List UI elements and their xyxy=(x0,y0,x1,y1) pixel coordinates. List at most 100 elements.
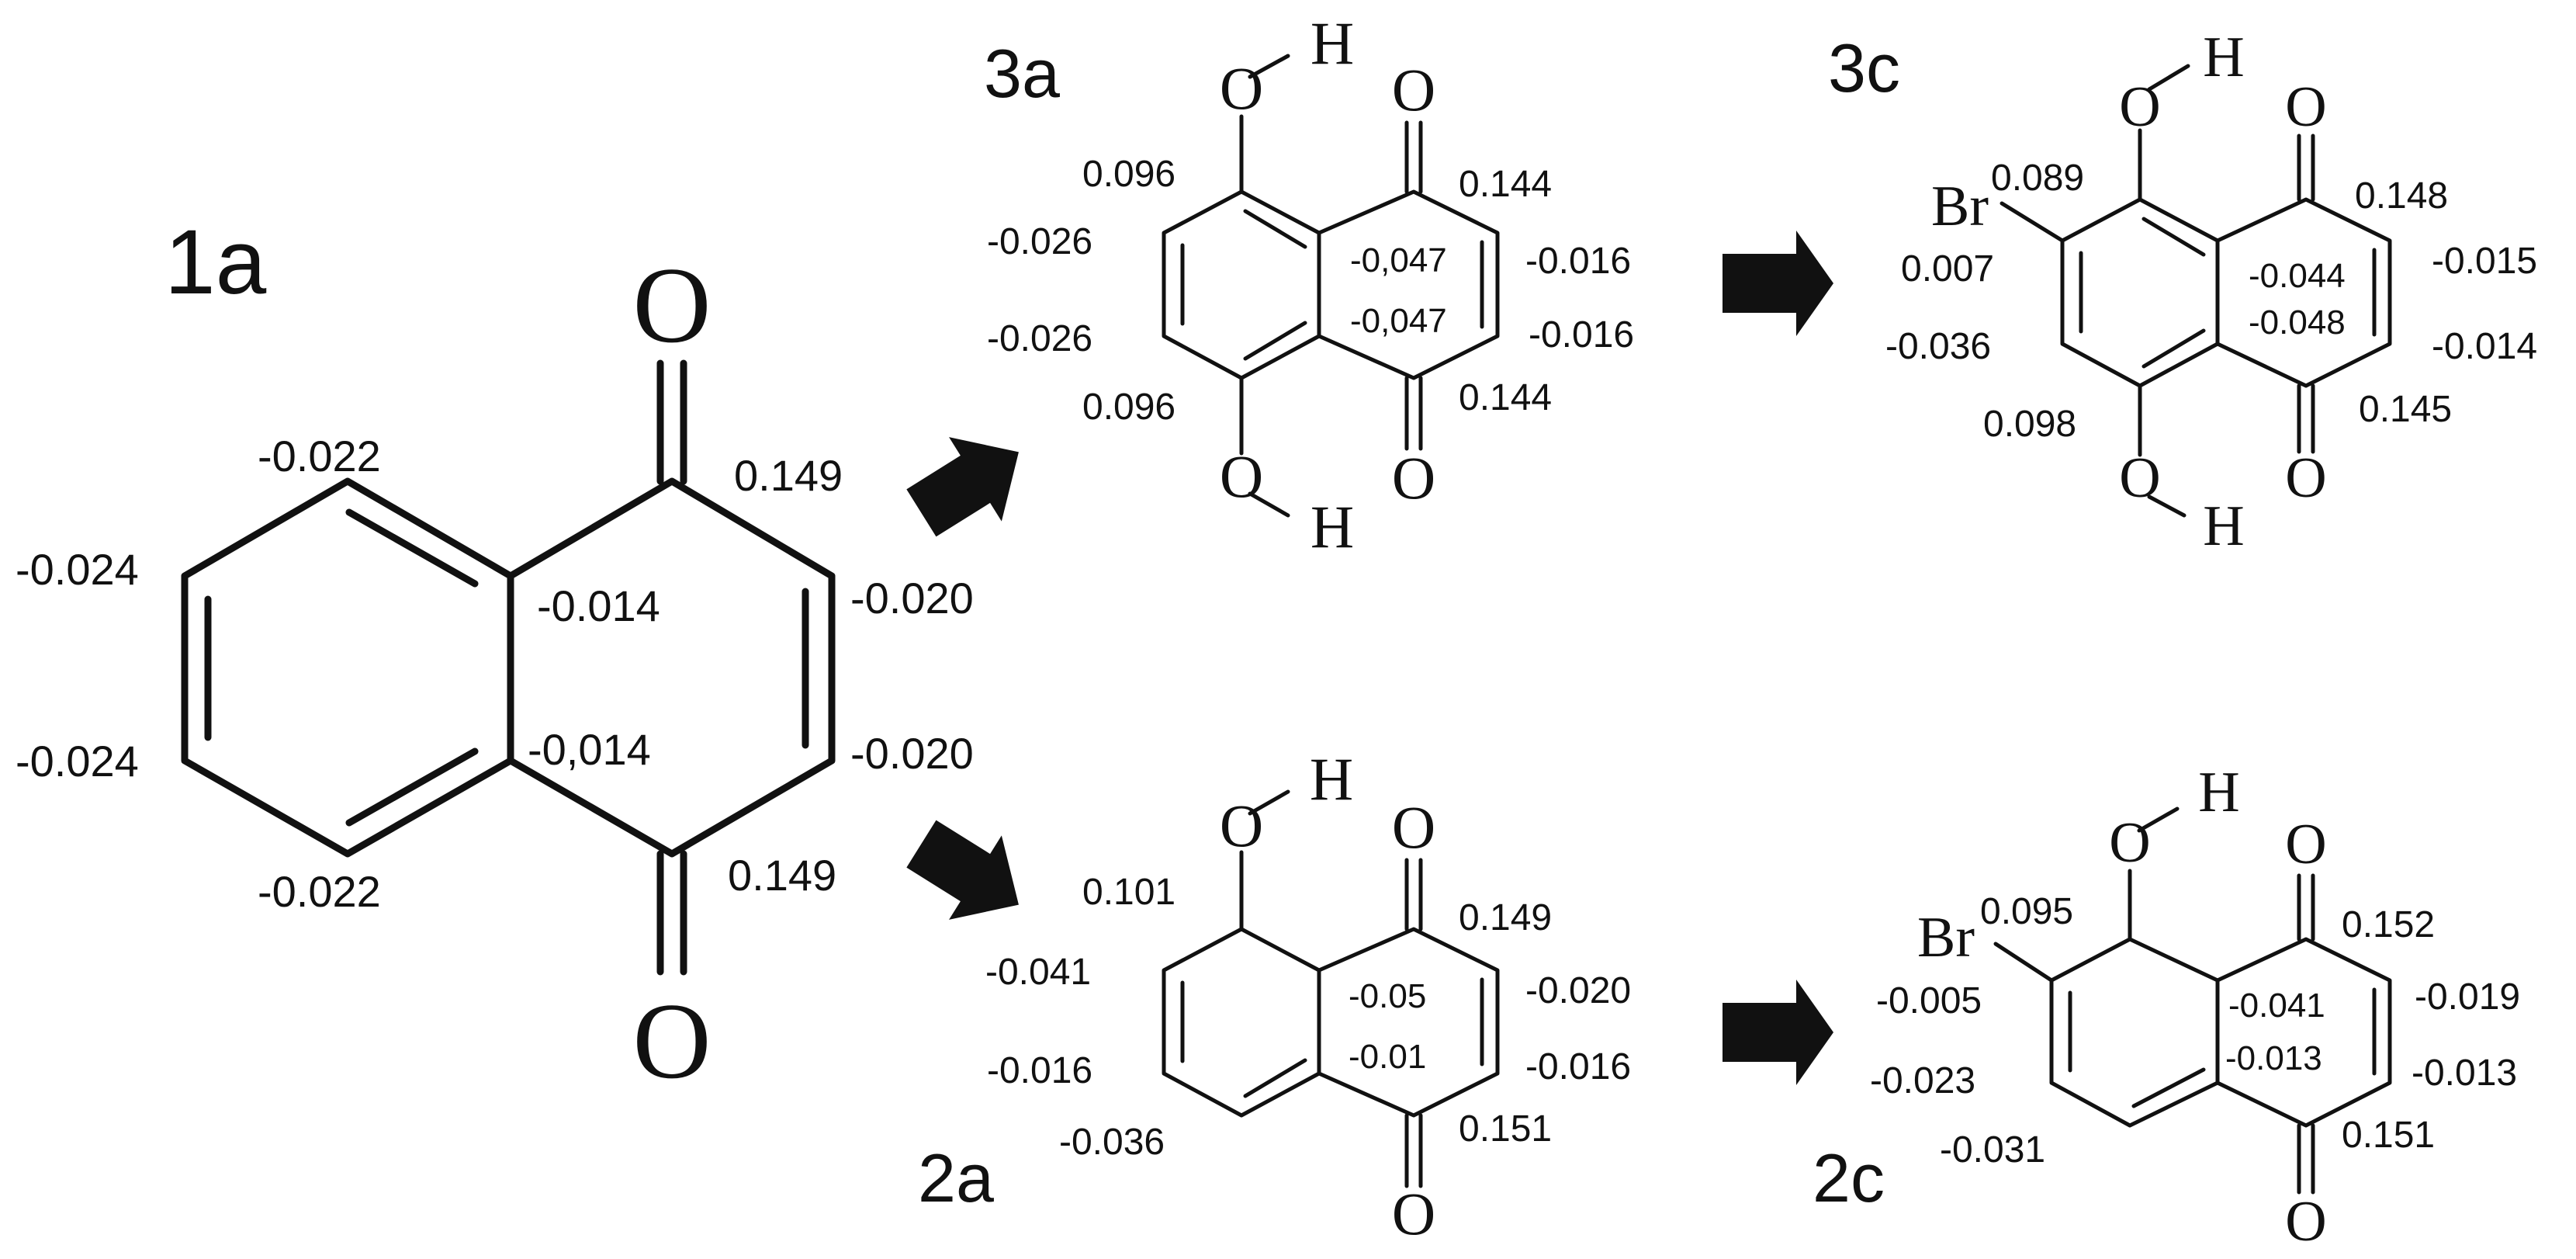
compound-label-1a: 1a xyxy=(164,211,267,314)
oxygen-3a-co1: O xyxy=(1392,56,1435,123)
charge-2c-c10: -0.013 xyxy=(2225,1039,2322,1077)
charge-1a-c3: -0.020 xyxy=(850,729,974,778)
hydrogen-3a-ho1: H xyxy=(1311,9,1354,77)
charge-3c-c4: 0.145 xyxy=(2359,389,2452,430)
oxygen-2c-co1: O xyxy=(2285,813,2326,876)
arrow-1a-to-3a xyxy=(906,437,1019,537)
charge-1a-ll: -0.024 xyxy=(16,737,139,786)
oxygen-2c-ho: O xyxy=(2109,811,2150,875)
charge-1a-c1: 0.149 xyxy=(734,451,843,500)
molecule-2c xyxy=(1993,806,2392,1195)
charge-3c-c3: -0.014 xyxy=(2432,326,2537,367)
charge-1a-ul: -0.024 xyxy=(16,545,139,594)
molecule-3c-atoms: Br O H O O H O xyxy=(1931,26,2327,558)
charge-2a-c1: 0.149 xyxy=(1459,897,1552,938)
charge-3c-c7: -0.036 xyxy=(1885,326,1991,367)
charge-3a-c2: -0.016 xyxy=(1525,241,1631,282)
molecule-2a xyxy=(1162,789,1500,1188)
molecule-2c-atoms: Br O H O O xyxy=(1917,761,2327,1254)
charge-3a-c4: 0.144 xyxy=(1459,377,1552,418)
hydrogen-2c-ho: H xyxy=(2198,761,2239,824)
charge-3a-c8: 0.096 xyxy=(1082,387,1175,428)
oxygen-3c-co2: O xyxy=(2285,446,2326,510)
charge-2c-c6: -0.005 xyxy=(1876,980,1982,1021)
charge-2c-c1: 0.152 xyxy=(2342,904,2435,945)
oxygen-3a-ho1: O xyxy=(1220,54,1263,122)
charge-3a-c10: -0,047 xyxy=(1350,302,1447,340)
charge-2c-c9: -0.041 xyxy=(2228,987,2325,1025)
charge-2c-c7: -0.023 xyxy=(1870,1060,1975,1101)
reaction-arrows xyxy=(906,231,1833,1085)
charge-2a-c2: -0.020 xyxy=(1525,970,1631,1011)
oxygen-2a-co2: O xyxy=(1392,1180,1435,1247)
charge-2c-c8: -0.031 xyxy=(1940,1129,2045,1171)
molecule-2a-charges: 0.101 -0.041 -0.016 -0.036 -0.05 -0.01 0… xyxy=(985,872,1631,1163)
molecule-1a-bonds xyxy=(181,359,836,976)
charge-2a-c7: -0.016 xyxy=(987,1050,1092,1091)
molecule-2a-atoms: O H O O xyxy=(1220,745,1435,1247)
charge-1a-c9: -0.014 xyxy=(537,581,660,630)
charge-3c-c1: 0.148 xyxy=(2355,175,2448,217)
molecule-3a-atoms: O H O O H O xyxy=(1220,9,1435,560)
molecule-3c xyxy=(2000,64,2392,518)
charge-2c-c3: -0.013 xyxy=(2412,1053,2517,1094)
oxygen-3a-co2: O xyxy=(1392,444,1435,512)
molecule-1a xyxy=(181,359,836,976)
charge-3a-c6: -0.026 xyxy=(987,221,1092,262)
compound-label-2a: 2a xyxy=(918,1139,994,1216)
charge-2a-c4: 0.151 xyxy=(1459,1108,1552,1150)
compound-label-2c: 2c xyxy=(1813,1139,1885,1216)
oxygen-3a-ho2: O xyxy=(1220,442,1263,510)
charge-2a-c3: -0.016 xyxy=(1525,1046,1631,1087)
hydrogen-3c-ho2: H xyxy=(2203,494,2244,558)
oxygen-3c-ho1: O xyxy=(2119,75,2160,139)
oxygen-3c-co1: O xyxy=(2285,75,2326,139)
molecule-3a-charges: 0.096 -0.026 -0.026 0.096 -0,047 -0,047 … xyxy=(987,154,1634,428)
bromine-2c: Br xyxy=(1917,906,1975,969)
molecule-3c-charges: 0.089 0.007 -0.036 0.098 -0.044 -0.048 0… xyxy=(1885,158,2537,445)
charge-1a-c4: 0.149 xyxy=(728,851,836,900)
charge-3c-c9: -0.044 xyxy=(2249,257,2346,295)
oxygen-1a-bottom: O xyxy=(632,981,711,1101)
oxygen-3c-ho2: O xyxy=(2119,446,2160,510)
arrow-3a-to-3c xyxy=(1723,231,1833,336)
charge-3a-c1: 0.144 xyxy=(1459,164,1552,205)
charge-2a-c10: -0.01 xyxy=(1349,1038,1426,1076)
charge-2c-c4: 0.151 xyxy=(2342,1115,2435,1156)
charge-1a-c2: -0.020 xyxy=(850,574,974,623)
compound-label-3a: 3a xyxy=(984,35,1060,112)
hydrogen-3a-ho2: H xyxy=(1311,493,1354,560)
charge-3c-c10: -0.048 xyxy=(2249,303,2346,342)
charge-3c-c6: 0.007 xyxy=(1901,248,1994,290)
arrow-2a-to-2c xyxy=(1723,980,1833,1085)
charge-2a-c8: -0.036 xyxy=(1059,1122,1165,1163)
oxygen-2c-co2: O xyxy=(2285,1190,2326,1254)
molecule-1a-charges: -0.022 -0.024 -0.024 -0.022 -0.014 -0,01… xyxy=(16,432,974,916)
charge-2c-c2: -0.019 xyxy=(2415,976,2520,1018)
charge-3a-c9: -0,047 xyxy=(1350,241,1447,279)
charge-2a-c9: -0.05 xyxy=(1349,977,1426,1015)
charge-1a-bl: -0.022 xyxy=(258,867,381,916)
charge-3a-c3: -0.016 xyxy=(1529,314,1634,356)
charge-2a-c6: -0.041 xyxy=(985,952,1091,993)
hydrogen-3c-ho1: H xyxy=(2203,26,2244,89)
charge-2c-c5: 0.095 xyxy=(1980,891,2073,932)
charge-3c-c5: 0.089 xyxy=(1991,158,2084,199)
hydrogen-2a-ho: H xyxy=(1310,745,1353,813)
oxygen-2a-ho: O xyxy=(1220,792,1263,859)
compound-label-3c: 3c xyxy=(1828,29,1900,106)
charge-3a-c5: 0.096 xyxy=(1082,154,1175,195)
bromine-3c: Br xyxy=(1931,175,1989,238)
charge-2a-c5: 0.101 xyxy=(1082,872,1175,913)
molecule-3a xyxy=(1162,54,1500,518)
arrow-1a-to-2a xyxy=(906,820,1019,920)
charge-3c-c8: 0.098 xyxy=(1983,404,2076,445)
charge-1a-tl: -0.022 xyxy=(258,432,381,480)
charge-3c-c2: -0.015 xyxy=(2432,241,2537,282)
oxygen-2a-co1: O xyxy=(1392,793,1435,861)
molecule-2c-charges: 0.095 -0.005 -0.023 -0.031 -0.041 -0.013… xyxy=(1870,891,2520,1171)
oxygen-1a-top: O xyxy=(632,245,711,366)
charge-1a-c10: -0,014 xyxy=(528,725,651,774)
charge-3a-c7: -0.026 xyxy=(987,318,1092,359)
